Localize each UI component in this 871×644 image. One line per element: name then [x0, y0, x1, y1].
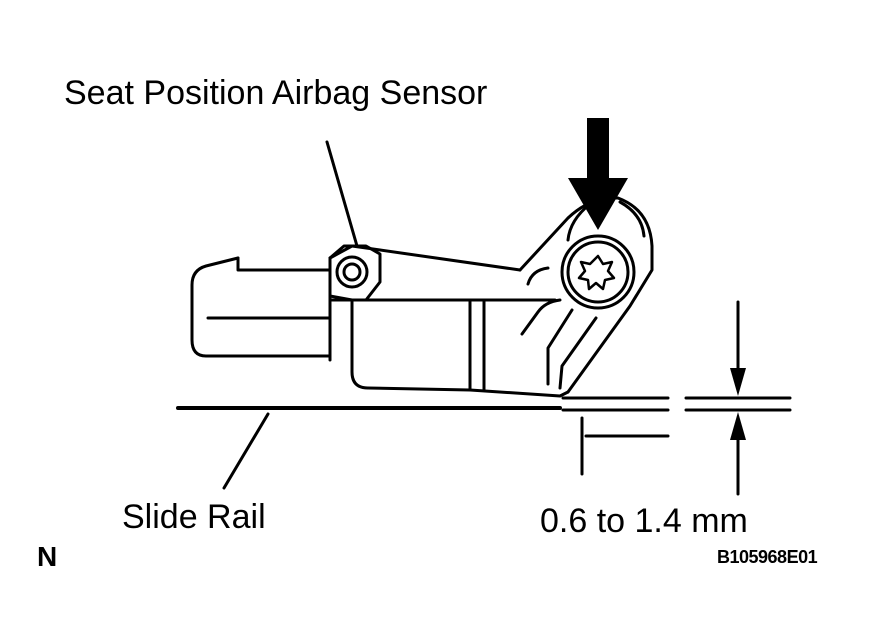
clearance-dimension: [580, 300, 792, 496]
torx-bolt: [560, 234, 636, 310]
figure-code: B105968E01: [717, 547, 818, 567]
sensor-label: Seat Position Airbag Sensor: [64, 74, 488, 112]
sensor-connector: [190, 256, 332, 362]
sensor-leader-line: [325, 140, 359, 248]
tightening-arrow-icon: [568, 118, 628, 230]
locating-pin: [328, 244, 382, 302]
slide-rail: [176, 396, 670, 412]
north-marker: N: [37, 541, 58, 572]
sensor-bracket: [518, 196, 654, 394]
slide-rail-label: Slide Rail: [122, 498, 266, 536]
clearance-spec-label: 0.6 to 1.4 mm: [540, 502, 748, 540]
slide-rail-leader-line: [222, 412, 270, 490]
